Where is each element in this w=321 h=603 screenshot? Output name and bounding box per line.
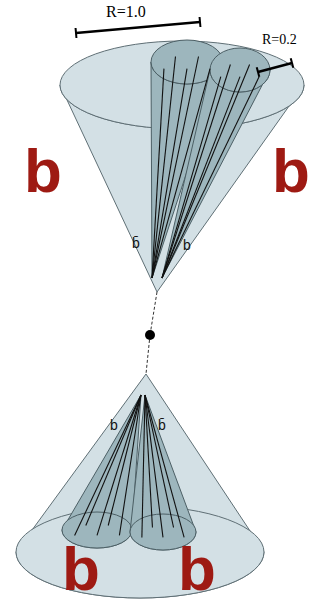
dimension-label: R=1.0 [106, 4, 146, 20]
particle-track [162, 77, 221, 278]
scale-bar-tick [75, 28, 78, 38]
subjet-cone-body [162, 70, 270, 278]
subjet-cone-body [130, 395, 196, 550]
particle-track [162, 77, 240, 278]
dimension-label: R=0.2 [262, 33, 297, 47]
subjet-label: b̄ [132, 236, 140, 250]
subjet-cone [130, 395, 196, 550]
dashed-line [150, 292, 157, 335]
particle-track [162, 77, 259, 278]
subjet-label: b [110, 418, 118, 432]
subjet-cone [62, 395, 141, 548]
particle-track [152, 69, 164, 278]
particle-tracks [162, 65, 259, 279]
particle-track [142, 395, 145, 537]
b-quark-label: b [62, 538, 100, 600]
particle-track [162, 65, 230, 279]
b-quark-label: b [178, 538, 216, 600]
particle-track [119, 395, 141, 535]
particle-track [152, 69, 210, 278]
subjet-cone [162, 48, 270, 278]
b-quark-label: b [272, 140, 310, 202]
particle-track [152, 69, 187, 278]
particle-track [108, 395, 141, 526]
particle-track [162, 65, 250, 279]
fat-jet-cone [60, 41, 304, 292]
scale-bar [257, 58, 294, 77]
dashed-line [146, 335, 150, 374]
particle-track [145, 395, 174, 528]
subjet-label: b [183, 238, 191, 252]
scale-bar-tick [257, 67, 260, 77]
scale-bar [76, 17, 201, 38]
scale-bar-tick [291, 58, 294, 68]
scale-bar-line [76, 22, 200, 33]
particle-track [75, 395, 141, 535]
fat-jet-cone-body [16, 374, 264, 598]
subjet-label: b̄ [158, 418, 166, 432]
particle-track [145, 395, 152, 528]
particle-track [145, 395, 184, 537]
scale-bar-tick [199, 17, 202, 27]
fat-jet-cone-opening [16, 506, 264, 598]
particle-tracks [75, 395, 141, 535]
particle-track [86, 395, 141, 526]
vertex-dot [145, 330, 155, 340]
subjet-cone-body [62, 395, 141, 548]
particle-tracks [152, 57, 210, 279]
fat-jet-cone [16, 374, 264, 598]
particle-tracks [142, 395, 184, 537]
particle-track [97, 395, 141, 535]
b-quark-label: b [24, 140, 62, 202]
scale-bar-line [258, 63, 292, 72]
